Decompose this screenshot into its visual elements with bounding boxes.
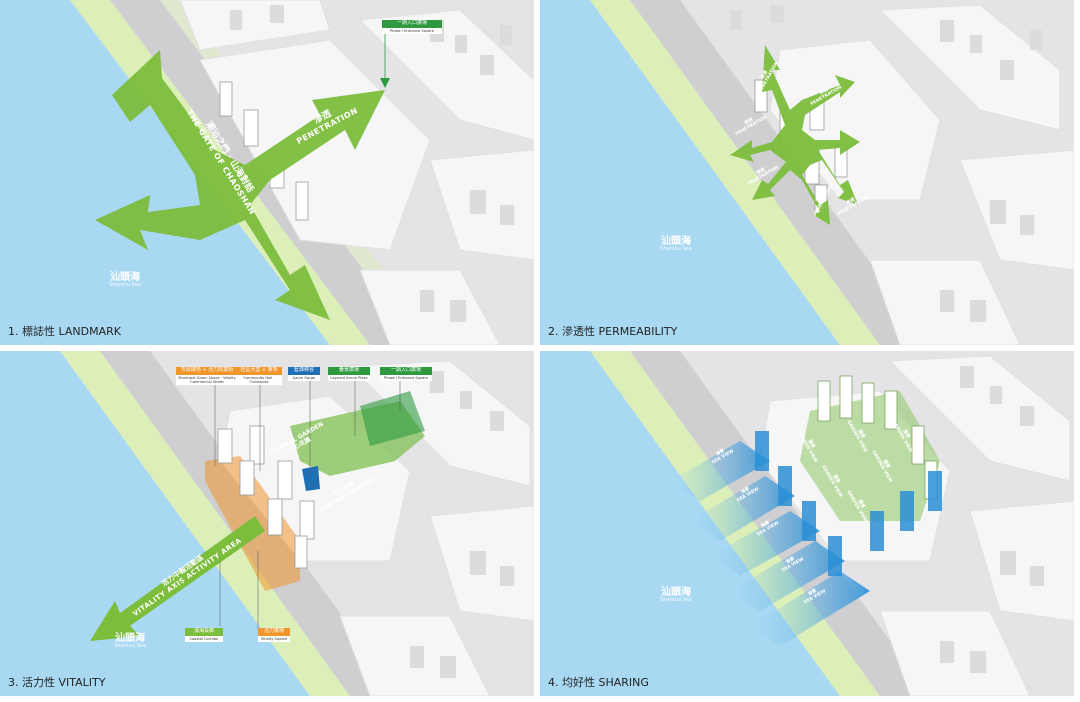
- vitality-tag-community-hall: 社區大堂 + 會所 Community Hall · Clubhouse: [236, 367, 282, 385]
- vitality-tag-entrance-square: 一期入口廣場 Phase I Entrance Square: [380, 367, 432, 381]
- sea-label: 汕頭海 Shantou Sea: [660, 236, 692, 252]
- landmark-map: [0, 0, 534, 345]
- panel-caption: 3. 活力性 VITALITY: [8, 676, 106, 689]
- permeability-arrows: [730, 45, 860, 225]
- azure-gorge: [302, 466, 320, 491]
- panel-caption: 2. 滲透性 PERMEABILITY: [548, 325, 678, 338]
- vitality-tag-azure-gorge: 藍綠峽谷 Azure Gorge: [288, 367, 320, 381]
- vitality-map: [0, 351, 534, 696]
- vitality-tag-municipal-green: 市政綠地 + 活力商業街 Municipal Green Space · Vit…: [176, 367, 238, 385]
- sea-label: 汕頭海 Shantou Sea: [109, 272, 141, 288]
- sea-view-beams: [670, 441, 870, 646]
- sharing-map: [540, 351, 1074, 696]
- panel-landmark: 潮汕之門 · 山海對話 THE GATE OF CHAOSHAN 滲透 PENE…: [0, 0, 534, 345]
- landmark-arrows: [95, 50, 385, 320]
- sea-label: 汕頭海 Shantou Sea: [660, 587, 692, 603]
- panel-caption: 4. 均好性 SHARING: [548, 676, 649, 689]
- garden-view-zone: [800, 391, 940, 521]
- sea-area: [0, 0, 330, 345]
- vitality-axis-arrow: [90, 516, 265, 641]
- vitality-tag-vitality-square: 活力廣場 Vitality Square: [258, 628, 290, 642]
- vitality-tag-layered-plaza: 疊景廣場 Layered Scene Plaza: [328, 367, 370, 381]
- entrance-square-tag: 一期入口廣場 Phase I Entrance Square: [382, 20, 442, 34]
- panel-caption: 1. 標誌性 LANDMARK: [8, 325, 121, 338]
- panel-vitality: 市政綠地 + 活力商業街 Municipal Green Space · Vit…: [0, 351, 534, 696]
- sea-label: 汕頭海 Shantou Sea: [114, 633, 146, 649]
- permeability-map: [540, 0, 1074, 345]
- vitality-tag-coastal-corridor: 濱海長廊 Coastal Corridor: [185, 628, 223, 642]
